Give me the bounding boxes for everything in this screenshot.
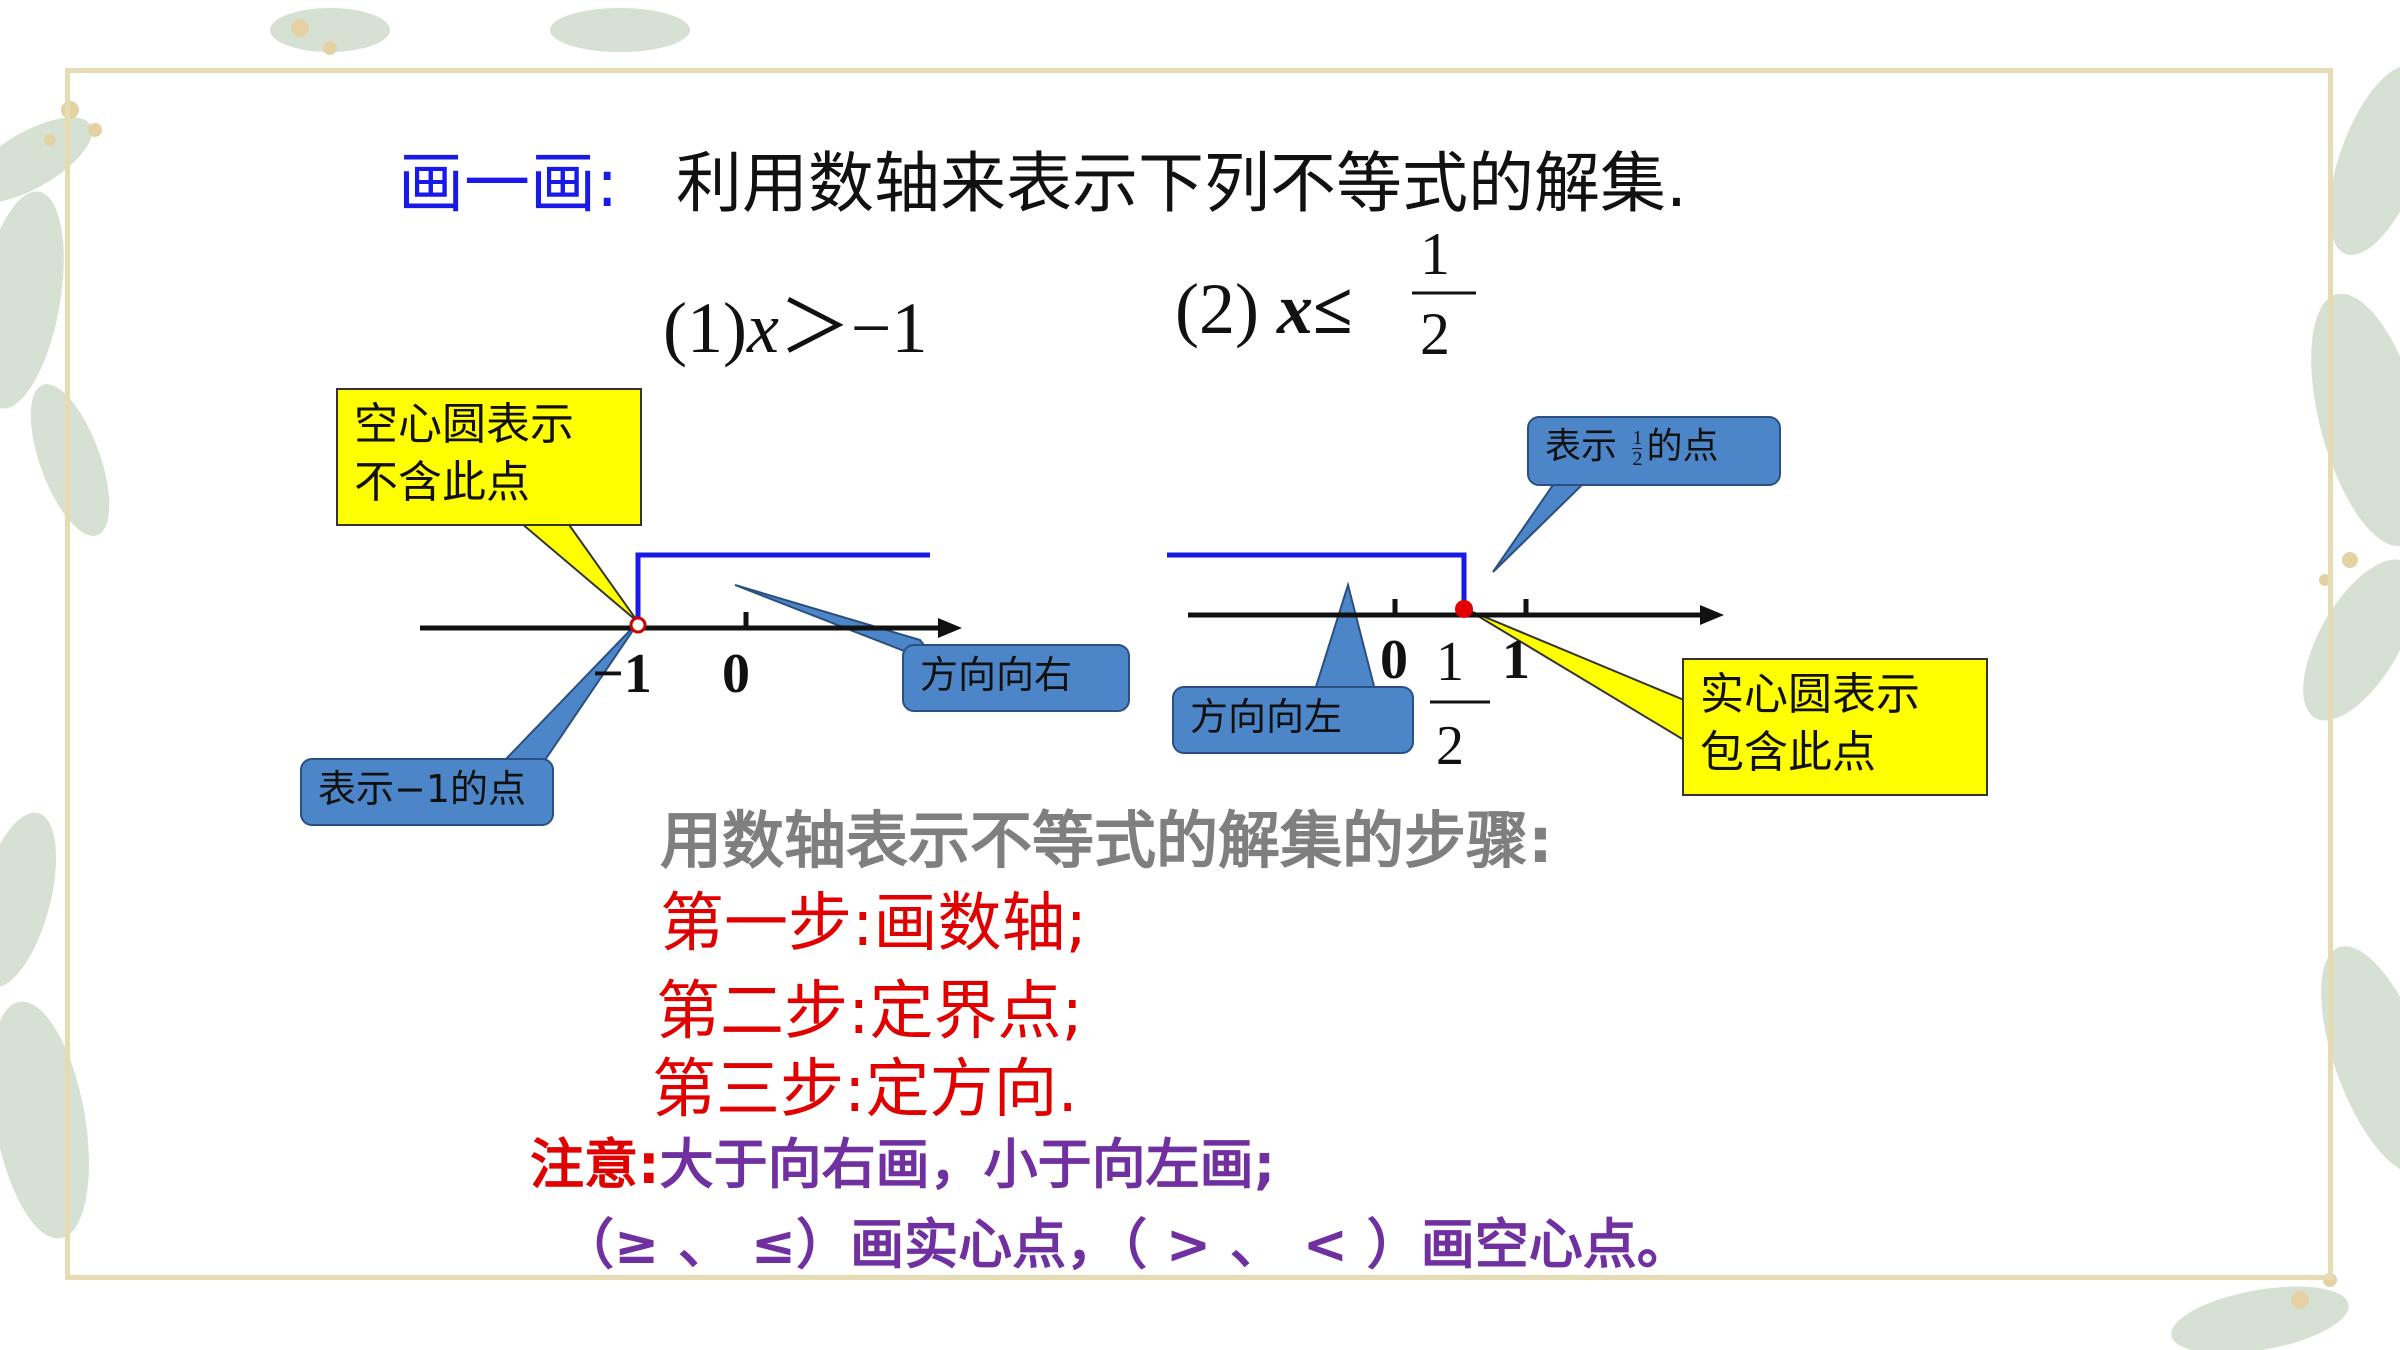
inequality-2-frac-den: 2 [1420,301,1450,367]
callout-direction-left-text: 方向向左 [1190,695,1343,739]
step-2: 第二步:定界点; [656,975,1084,1049]
callout-solid-circle: 实心圆表示 包含此点 [1682,658,1988,796]
note-line-1-text: 大于向右画，小于向左画; [659,1133,1276,1196]
callout-point-half-prefix: 表示 [1545,426,1618,467]
axis-1-label-0: 0 [722,643,750,705]
callout-point-neg1: 表示−1的点 [300,758,554,826]
hollow-point-neg1 [629,616,647,634]
step-3: 第三步:定方向. [652,1053,1078,1127]
inequality-1-var: x [746,288,779,368]
axis-1-arrow [938,618,962,638]
inequality-2-var: x [1276,269,1313,349]
point-half-callout-tail [1492,481,1588,573]
dir-left-callout-tail [1313,581,1377,691]
callout-point-neg1-text: 表示−1的点 [318,767,527,811]
title-text: 利用数轴来表示下列不等式的解集. [676,145,1687,222]
inequality-1: (1)x＞−1 [663,268,928,373]
inequality-1-rel: ＞−1 [778,288,928,368]
inequality-2-rel: ≤ [1312,269,1353,349]
callout-point-half-frac-num: 1 [1632,426,1643,449]
callout-direction-right: 方向向右 [902,644,1130,712]
step-1: 第一步:画数轴; [660,887,1088,961]
axis-1-label-neg1: −1 [592,643,652,705]
axis-2-label-1: 1 [1502,629,1530,691]
note-line-2: （≥ 、 ≤）画实心点，（ > 、 < ）画空心点。 [560,1213,1691,1276]
solution-ray-2 [1167,552,1467,608]
inequality-2-frac-bar [1412,291,1476,295]
callout-direction-right-text: 方向向右 [920,653,1073,697]
number-line-1 [420,552,962,638]
axis-2-label-frac-den: 2 [1436,715,1464,777]
hollow-callout-tail [505,511,639,623]
callout-solid-line2: 包含此点 [1700,727,1876,778]
solution-ray-1 [635,552,930,620]
note-label: 注意: [530,1133,660,1196]
note-line-1: 注意:大于向右画，小于向左画; [530,1120,1275,1199]
inequality-2-frac-num: 1 [1420,221,1450,287]
axis-2-label-frac-num: 1 [1436,631,1464,693]
axis-2-arrow [1700,605,1724,625]
number-line-2 [1167,552,1724,704]
steps-title: 用数轴表示不等式的解集的步骤: [660,804,1553,877]
callout-hollow-line2: 不含此点 [354,457,530,508]
solid-callout-tail [1467,609,1685,742]
callout-point-half-frac-den: 2 [1632,447,1643,470]
callout-point-half: 表示 1 2 的点 [1527,416,1781,486]
callout-point-half-suffix: 的点 [1646,426,1719,467]
solid-point-half [1455,600,1473,618]
inequality-1-prefix: (1) [663,288,747,368]
callout-point-half-frac: 1 2 [1632,426,1643,470]
content-frame [65,68,2333,1280]
callout-hollow-line1: 空心圆表示 [354,399,574,450]
inequality-2-prefix: (2) [1175,269,1259,349]
callout-solid-line1: 实心圆表示 [1700,669,1920,720]
title-label: 画一画: [398,145,619,222]
callout-hollow-circle: 空心圆表示 不含此点 [336,388,642,526]
callout-direction-left: 方向向左 [1172,686,1414,754]
inequality-2: (2) x≤ [1175,268,1352,351]
axis-2-label-0: 0 [1380,629,1408,691]
